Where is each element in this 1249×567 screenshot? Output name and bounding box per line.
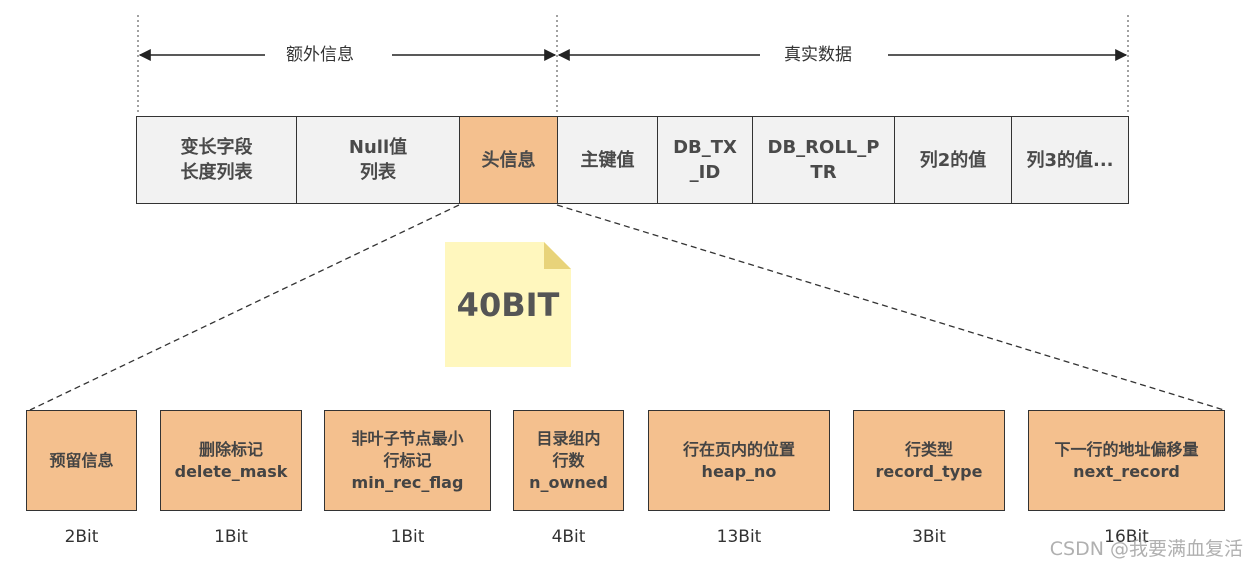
extra-info-label: 额外信息 xyxy=(282,44,358,66)
cell-column-2: 列2的值 xyxy=(894,116,1012,204)
field-delete-mask: 删除标记 delete_mask xyxy=(160,410,302,511)
size-note-text: 40BIT xyxy=(456,285,560,324)
field-record-type: 行类型 record_type xyxy=(853,410,1005,511)
bits-next-record: 16Bit xyxy=(1104,527,1149,547)
cell-db-roll-ptr: DB_ROLL_P TR xyxy=(752,116,895,204)
watermark: CSDN @我要满血复活 xyxy=(1049,538,1243,560)
bits-min-rec-flag: 1Bit xyxy=(390,527,425,547)
zoom-line-right xyxy=(556,204,1225,411)
zoom-line-left xyxy=(29,204,460,411)
field-reserved: 预留信息 xyxy=(26,410,137,511)
real-data-label: 真实数据 xyxy=(780,44,856,66)
bits-n-owned: 4Bit xyxy=(551,527,586,547)
field-next-record: 下一行的地址偏移量 next_record xyxy=(1028,410,1225,511)
bits-heap-no: 13Bit xyxy=(716,527,762,547)
cell-db-tx-id: DB_TX _ID xyxy=(657,116,753,204)
cell-primary-key: 主键值 xyxy=(557,116,658,204)
bits-reserved: 2Bit xyxy=(64,527,99,547)
cell-header-info: 头信息 xyxy=(459,116,558,204)
field-min-rec-flag: 非叶子节点最小 行标记 min_rec_flag xyxy=(324,410,491,511)
bits-delete-mask: 1Bit xyxy=(214,527,248,547)
field-heap-no: 行在页内的位置 heap_no xyxy=(648,410,830,511)
field-n-owned: 目录组内 行数 n_owned xyxy=(513,410,624,511)
cell-variable-length-list: 变长字段 长度列表 xyxy=(136,116,297,204)
bits-record-type: 3Bit xyxy=(912,527,946,547)
cell-column-3: 列3的值... xyxy=(1011,116,1129,204)
cell-null-list: Null值 列表 xyxy=(296,116,460,204)
